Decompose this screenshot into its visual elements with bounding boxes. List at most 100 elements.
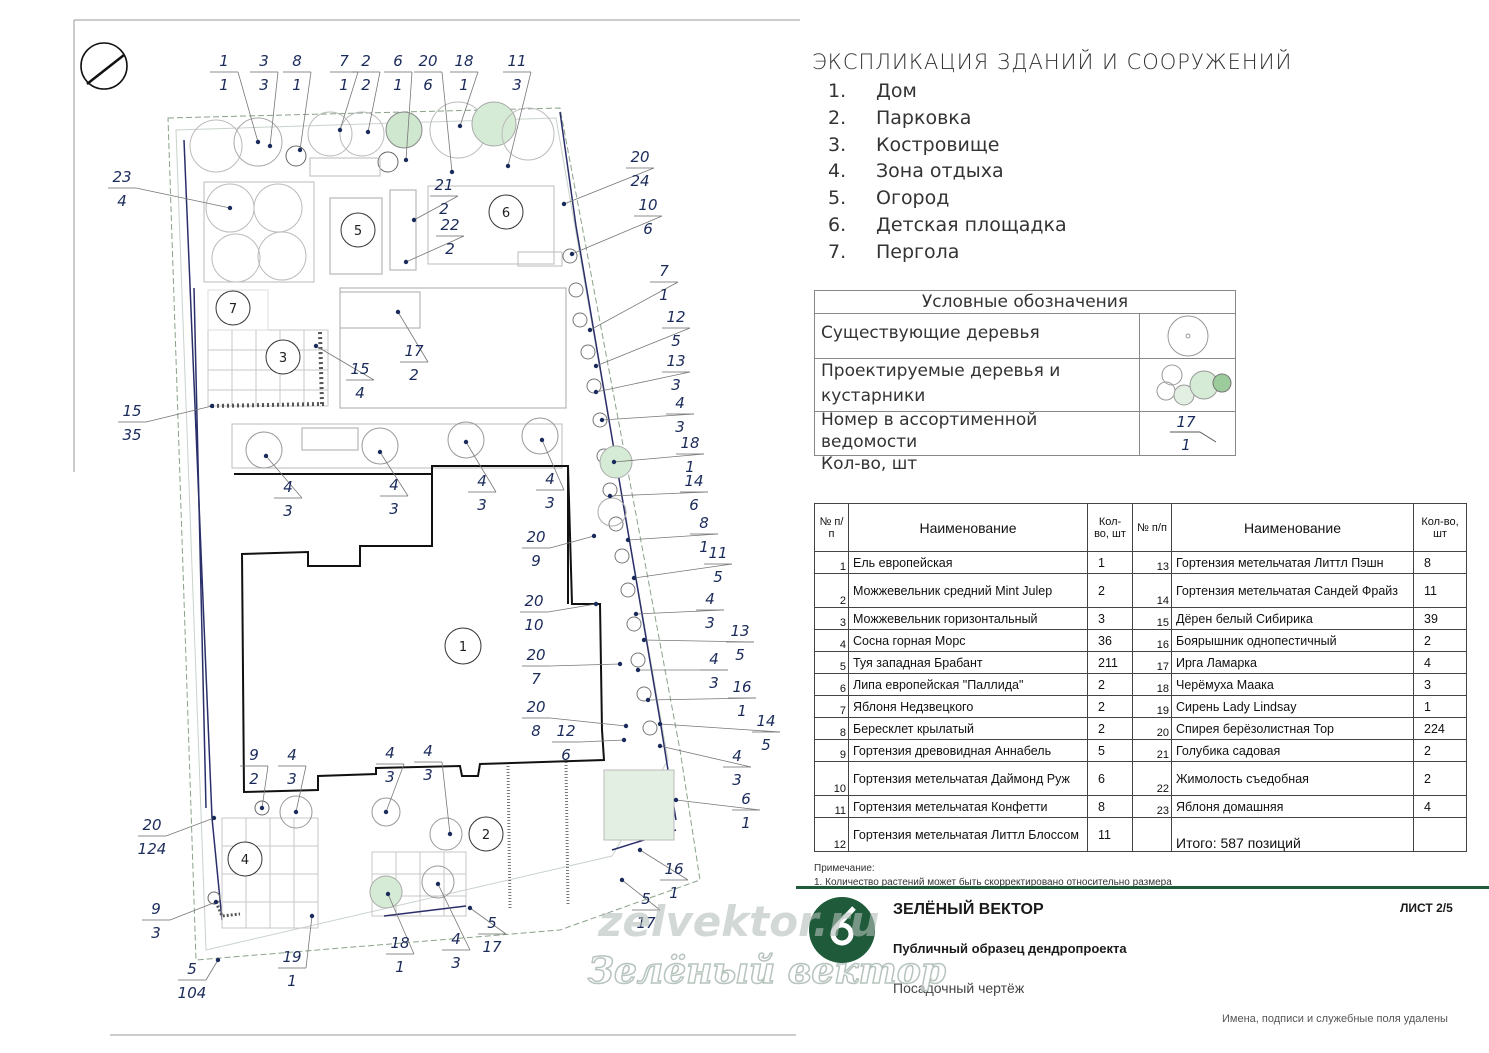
callout-quantity: 5	[761, 736, 771, 754]
callout-number: 18	[390, 934, 409, 952]
explication: ЭКСПЛИКАЦИЯ ЗДАНИЙ И СООРУЖЕНИЙ 1.Дом 2.…	[812, 50, 1312, 266]
callout-number: 9	[249, 746, 259, 764]
callout-anchor	[411, 217, 417, 223]
table-cell	[1413, 817, 1467, 852]
table-cell: Липа европейская "Паллида"	[848, 673, 1088, 696]
callout-anchor	[631, 575, 637, 581]
callout-leader	[613, 453, 705, 463]
table-cell: 6	[814, 673, 849, 696]
callout-quantity: 2	[439, 200, 449, 218]
company-logo-icon	[809, 897, 875, 963]
callout-quantity: 2	[361, 76, 371, 94]
callout-number: 23	[112, 168, 131, 186]
callout-quantity: 3	[287, 770, 297, 788]
callout-leader	[165, 817, 215, 837]
house-outline	[234, 465, 606, 794]
callout-quantity: 3	[512, 76, 522, 94]
callout-anchor	[587, 327, 593, 333]
callout-leader	[437, 883, 471, 951]
callout-leader	[405, 71, 413, 161]
callout-number: 20	[630, 148, 649, 166]
callout-anchor	[309, 913, 315, 919]
table-cell: 5	[1087, 739, 1133, 762]
callout-anchor	[403, 157, 409, 163]
callout-leader	[205, 959, 219, 981]
callout-anchor	[263, 453, 269, 459]
zone-markers	[215, 194, 524, 877]
drawing-type: Посадочный чертёж	[893, 980, 1025, 996]
table-cell: 9	[814, 739, 849, 762]
callout-leader	[469, 907, 507, 935]
table-cell: 12	[814, 817, 849, 852]
callout-leader	[659, 723, 781, 733]
company-name: ЗЕЛЁНЫЙ ВЕКТОР	[893, 901, 1044, 918]
callout-quantity: 2	[249, 770, 259, 788]
callout-leader	[441, 71, 453, 173]
callout-anchor	[457, 123, 463, 129]
col-num-2: № п/п	[1132, 503, 1172, 552]
callout-quantity: 3	[283, 502, 293, 520]
table-cell: 2	[1413, 739, 1467, 762]
callout-leader	[379, 451, 409, 497]
table-cell: 13	[1132, 551, 1172, 574]
callout-number: 16	[664, 860, 683, 878]
explication-item: 4.Зона отдыха	[828, 160, 1004, 183]
callout-quantity: 5	[713, 568, 723, 586]
explication-item: 3.Кострoвище	[828, 133, 1000, 156]
callout-anchor	[625, 537, 631, 543]
table-cell: Сирень Lady Lindsay	[1171, 695, 1414, 718]
callout-quantity: 3	[675, 418, 685, 436]
table-cell: Бересклет крылатый	[848, 717, 1088, 740]
callout-number: 14	[684, 472, 703, 490]
callout-leader	[305, 915, 313, 969]
table-cell: 2	[1087, 673, 1133, 696]
site-plan: 1 2 3 4 5 6 7 11338171226120618111323421…	[73, 19, 800, 1036]
callout-leader	[563, 167, 655, 205]
callout-number: 14	[756, 712, 775, 730]
callout-anchor	[621, 737, 627, 743]
table-cell: 5	[814, 651, 849, 674]
callout-anchor	[657, 743, 663, 749]
callout-anchor	[467, 905, 473, 911]
callout-number: 9	[151, 900, 161, 918]
callout-quantity: 4	[117, 192, 127, 210]
callout-anchor	[255, 139, 261, 145]
callout-anchor	[395, 309, 401, 315]
table-cell: 1	[1087, 551, 1133, 574]
explication-item: 1.Дом	[828, 80, 917, 102]
callout-leader	[601, 413, 695, 421]
callout-quantity: 2	[409, 366, 419, 384]
callout-anchor	[447, 831, 453, 837]
zone-3-label: 3	[279, 351, 287, 366]
callout-quantity: 3	[671, 376, 681, 394]
callout-number: 4	[287, 746, 297, 764]
table-cell: Итого: 587 позиций	[1171, 817, 1414, 852]
callout-number: 19	[282, 948, 301, 966]
table-cell: Голубика садовая	[1171, 739, 1414, 762]
table-cell: 4	[1413, 795, 1467, 818]
table-cell: 2	[814, 573, 849, 608]
callout-leader	[659, 745, 752, 768]
callout-number: 4	[283, 478, 293, 496]
svg-text:1: 1	[1181, 436, 1191, 454]
callout-quantity: 3	[451, 954, 461, 972]
table-cell: 8	[1087, 795, 1133, 818]
callout-quantity: 1	[741, 814, 751, 832]
callout-quantity: 3	[709, 674, 719, 692]
callout-leader	[639, 849, 689, 881]
callout-number: 5	[487, 914, 497, 932]
table-cell: Спирея берёзолистная Тор	[1171, 717, 1414, 740]
callout-anchor	[385, 891, 391, 897]
sheet-number: ЛИСТ 2/5	[1400, 901, 1453, 915]
note-text: 1. Количество растений может быть скорре…	[814, 877, 1172, 888]
callout-anchor	[505, 163, 511, 169]
callout-anchor	[617, 661, 623, 667]
table-cell: 2	[1413, 761, 1467, 796]
table-cell: 18	[1132, 673, 1172, 696]
table-cell: Гортензия метельчатая Конфетти	[848, 795, 1088, 818]
